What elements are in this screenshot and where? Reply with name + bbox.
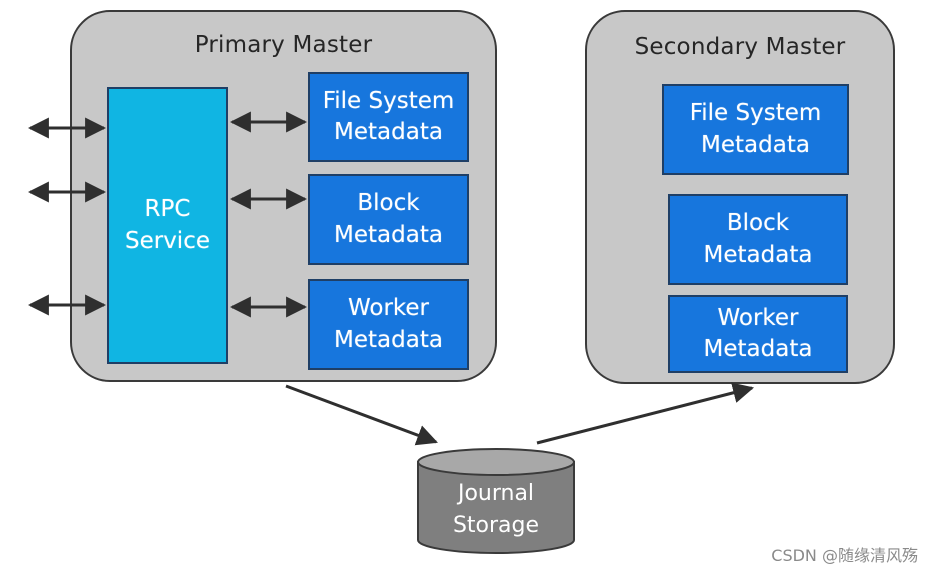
rpc-service-line-1: RPC xyxy=(144,196,191,223)
secondary-fs-metadata-line-1: File System xyxy=(689,100,822,127)
journal-storage-line-2: Storage xyxy=(452,512,540,538)
secondary-worker-metadata-box: Worker Metadata xyxy=(668,295,848,373)
rpc-service-line-2: Service xyxy=(124,227,210,254)
primary-fs-metadata-line-1: File System xyxy=(322,87,455,114)
primary-fs-metadata-box: File System Metadata xyxy=(308,72,469,162)
primary-block-metadata-box: Block Metadata xyxy=(308,174,469,265)
secondary-worker-metadata-line-1: Worker xyxy=(717,304,799,331)
secondary-worker-metadata-line-2: Metadata xyxy=(703,336,813,362)
secondary-block-metadata-line-1: Block xyxy=(726,210,790,237)
primary-block-metadata-line-1: Block xyxy=(357,190,420,217)
journal-storage-line-1: Journal xyxy=(457,481,535,506)
secondary-block-metadata-box: Block Metadata xyxy=(668,194,848,285)
rpc-service-box: RPC Service xyxy=(107,87,228,364)
journal-storage-cylinder xyxy=(417,448,575,554)
primary-worker-metadata-box: Worker Metadata xyxy=(308,279,469,370)
csdn-watermark: CSDN @随缘清风殇 xyxy=(771,546,918,565)
journal-storage-label: Journal Storage xyxy=(416,478,576,542)
secondary-fs-metadata-line-2: Metadata xyxy=(701,131,810,158)
journal-to-secondary-arrow xyxy=(536,382,755,445)
primary-to-journal-arrow xyxy=(285,384,438,446)
primary-worker-metadata-line-2: Metadata xyxy=(334,326,443,353)
primary-master-title: Primary Master xyxy=(194,32,373,58)
primary-worker-metadata-line-1: Worker xyxy=(347,295,430,322)
primary-block-metadata-line-2: Metadata xyxy=(334,221,443,248)
primary-fs-metadata-line-2: Metadata xyxy=(334,119,443,145)
secondary-fs-metadata-box: File System Metadata xyxy=(662,84,849,175)
secondary-master-title: Secondary Master xyxy=(634,34,846,60)
secondary-block-metadata-line-2: Metadata xyxy=(703,241,813,268)
